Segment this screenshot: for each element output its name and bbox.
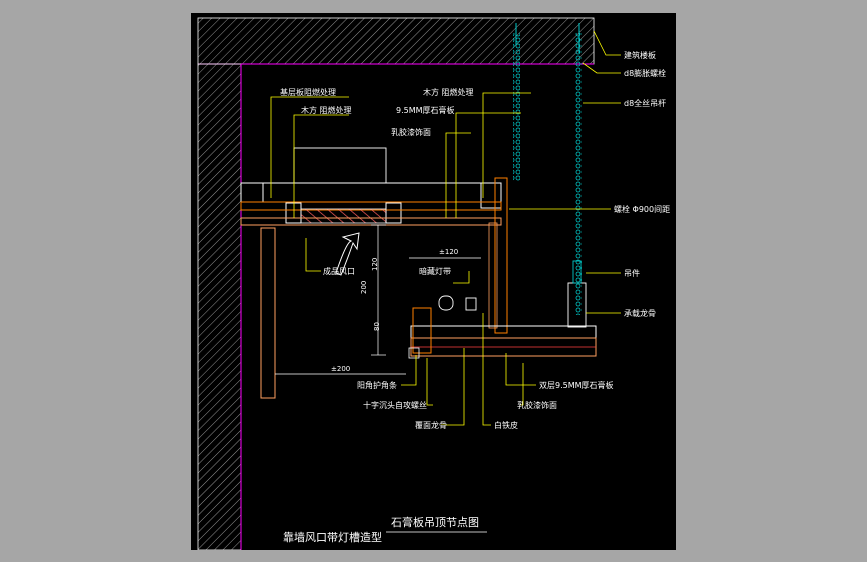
trough-inner — [488, 222, 498, 329]
wall-lining — [260, 227, 276, 399]
light-fixture-2 — [465, 297, 477, 311]
label-white-iron: 白铁皮 — [494, 420, 518, 430]
lower-ceiling-board — [410, 325, 597, 339]
label-cross-screw: 十字沉头自攻螺丝 — [363, 400, 427, 410]
label-hidden-light: 暗藏灯带 — [419, 266, 451, 276]
label-latex-bottom: 乳胶漆饰面 — [517, 400, 557, 410]
airflow-arrow-icon — [335, 232, 360, 276]
dim-200-horizontal: ±200 — [331, 365, 350, 373]
trough-lip — [412, 307, 432, 354]
vent-grille — [300, 208, 387, 224]
leader-lines — [270, 30, 621, 426]
label-latex-top: 乳胶漆饰面 — [391, 127, 431, 137]
trough-vertical-board — [494, 177, 508, 334]
hanger-rod-1 — [513, 33, 520, 181]
label-wood-left: 木方 阻燃处理 — [301, 105, 352, 115]
light-fixture — [438, 295, 454, 311]
label-hanger: 吊件 — [624, 268, 640, 278]
side-wall — [197, 63, 242, 550]
label-building-floor: 建筑楼板 — [624, 50, 656, 60]
air-duct — [293, 147, 387, 184]
label-base-board: 基层板阻燃处理 — [280, 87, 336, 97]
wood-batten-1 — [240, 182, 264, 203]
wood-batten-4 — [480, 182, 502, 209]
dim-120-vertical: 120 — [371, 258, 379, 271]
diagram-subtitle: 靠墙风口带灯槽造型 — [283, 530, 382, 544]
label-expansion-bolt: d8膨胀螺栓 — [624, 68, 666, 78]
dim-120-horizontal: ±120 — [439, 248, 458, 256]
building-slab — [197, 17, 595, 65]
label-air-outlet: 成品风口 — [323, 266, 355, 276]
ceiling-section-diagram: 建筑楼板 d8膨胀螺栓 d8全丝吊杆 基层板阻燃处理 木方 阻燃处理 木方 阻燃… — [197, 17, 670, 550]
hanger-rod-2 — [575, 33, 582, 315]
label-cover-keel: 覆面龙骨 — [415, 420, 447, 430]
drawing-canvas: 建筑楼板 d8膨胀螺栓 d8全丝吊杆 基层板阻燃处理 木方 阻燃处理 木方 阻燃… — [191, 13, 676, 550]
dim-80-vertical: 80 — [373, 322, 381, 331]
diagram-title: 石膏板吊顶节点图 — [391, 515, 479, 529]
hanger-clip — [572, 260, 582, 284]
label-spacing-900: 螺栓 Φ900间距 — [614, 204, 670, 214]
wood-batten-2 — [285, 202, 302, 224]
label-double-gypsum: 双层9.5MM厚石膏板 — [539, 380, 614, 390]
label-full-thread-rod: d8全丝吊杆 — [624, 98, 666, 108]
label-corner-guard: 阳角护角条 — [357, 380, 397, 390]
dim-200-vertical: 200 — [360, 281, 368, 294]
corner-guard-shape — [408, 347, 420, 359]
label-wood-right: 木方 阻燃处理 — [423, 87, 474, 97]
label-gypsum-95: 9.5MM厚石膏板 — [396, 105, 455, 115]
label-main-keel: 承载龙骨 — [624, 308, 656, 318]
wood-batten-3 — [385, 202, 402, 224]
